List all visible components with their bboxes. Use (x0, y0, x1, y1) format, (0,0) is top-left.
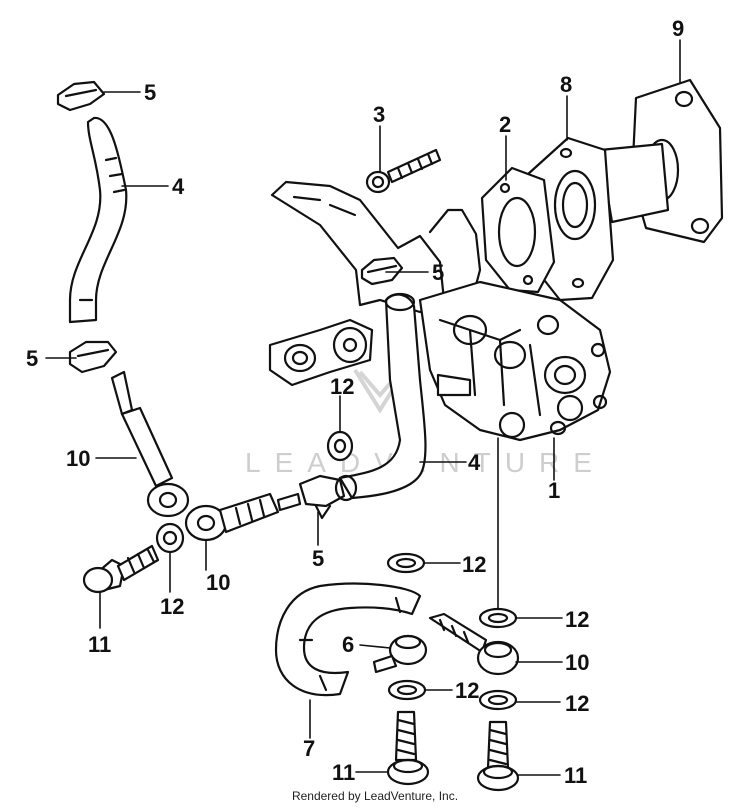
part-5-clip-middle-left (68, 340, 118, 374)
callout-12-lower-right: 12 (565, 607, 589, 632)
part-5-clip-lower (298, 474, 346, 520)
callout-3: 3 (373, 102, 385, 127)
part-10-banjo-fitting-left (110, 370, 190, 518)
callout-2: 2 (499, 112, 511, 137)
callout-4-upper: 4 (172, 174, 185, 199)
callout-12-center: 12 (330, 374, 354, 399)
part-11-banjo-bolt-left (82, 544, 160, 594)
callout-5-bracket: 5 (432, 260, 444, 285)
part-1-oil-pump-body (268, 280, 612, 442)
callout-9: 9 (672, 16, 684, 41)
callout-10-middle: 10 (206, 570, 230, 595)
part-12-washer-lower-far (478, 689, 518, 711)
callout-8: 8 (560, 72, 572, 97)
part-12-washer-lower-mid (387, 679, 427, 701)
callout-11-lower-left: 11 (332, 760, 355, 785)
part-12-washer-lower-top (386, 552, 426, 574)
part-10-banjo-fitting-lower (428, 612, 520, 676)
callout-12-lower-far: 12 (565, 691, 589, 716)
part-5-clip-bracket (360, 256, 404, 286)
callout-5-lower: 5 (312, 546, 324, 571)
part-2-gasket (480, 166, 556, 294)
callout-7: 7 (303, 736, 315, 761)
callout-6: 6 (342, 632, 354, 657)
mounting-bracket (270, 180, 482, 314)
part-4-hose-center (334, 292, 427, 502)
callout-1: 1 (548, 478, 560, 503)
part-7-hose (274, 582, 422, 697)
part-12-washer-center (326, 430, 354, 462)
part-10-banjo-fitting-middle (184, 492, 302, 542)
part-11-banjo-bolt-lower-left (386, 710, 430, 786)
part-6-fitting (372, 634, 428, 674)
leader-lines (45, 39, 681, 776)
callout-labels: 9 8 2 3 5 4 5 5 10 12 4 1 5 12 10 11 12 … (26, 16, 684, 788)
callout-12-left: 12 (160, 594, 184, 619)
callout-11-left: 11 (88, 632, 111, 657)
callout-5-top: 5 (144, 80, 156, 105)
part-11-banjo-bolt-lower-right (476, 720, 520, 792)
part-4-hose-upper (68, 116, 128, 324)
footer-credit: Rendered by LeadVenture, Inc. (291, 789, 459, 803)
callout-12-lower-mid: 12 (455, 678, 479, 703)
callout-11-lower-right: 11 (564, 763, 587, 788)
callout-5-left: 5 (26, 346, 38, 371)
callout-10-left: 10 (66, 446, 90, 471)
callout-10-lower: 10 (565, 650, 589, 675)
part-12-washer-left (155, 522, 185, 554)
callout-4-center: 4 (468, 450, 481, 475)
callout-12-lower-top: 12 (462, 552, 486, 577)
part-5-clip-top (56, 80, 106, 112)
part-3-bolt (365, 148, 442, 194)
part-12-washer-lower-right (478, 607, 518, 629)
